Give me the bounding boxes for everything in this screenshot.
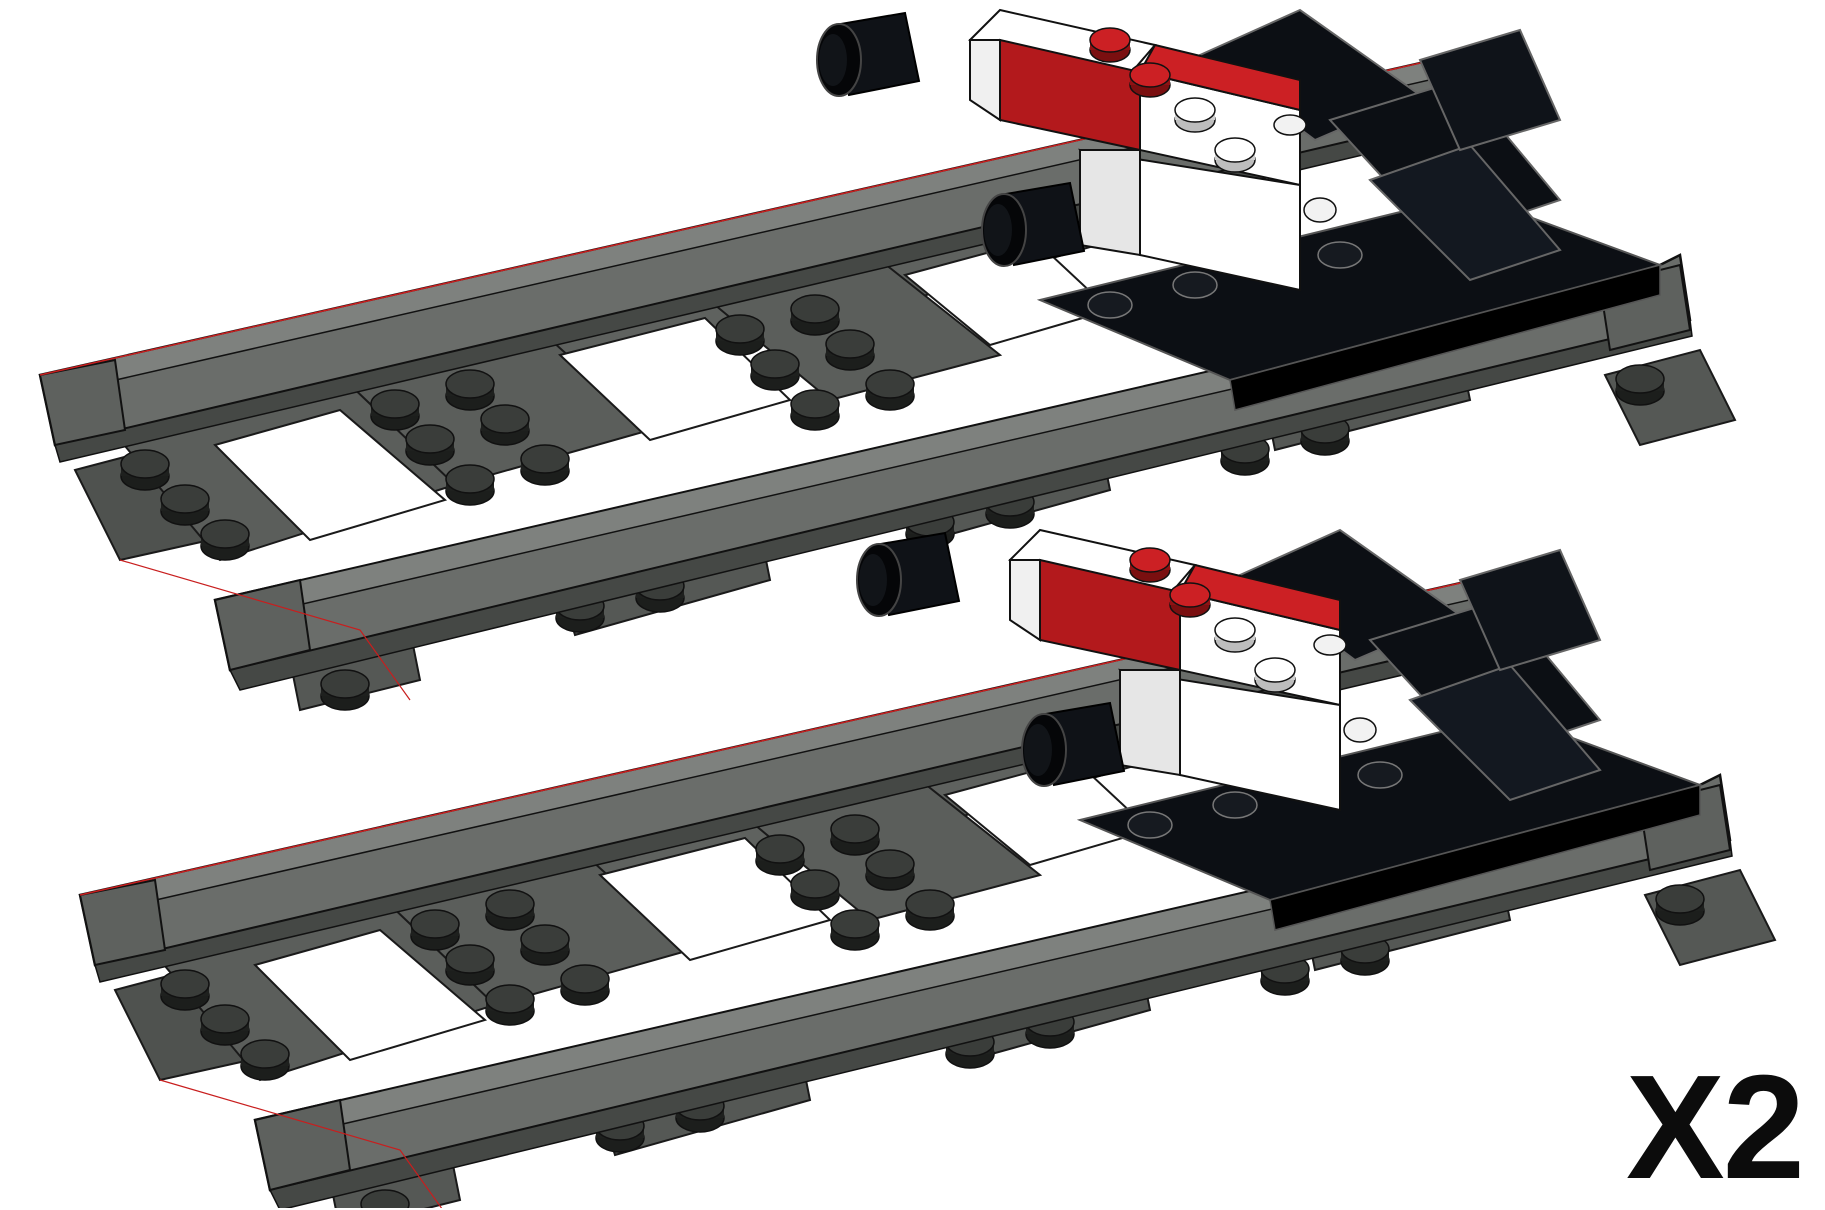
- quantity-multiplier: X2: [1626, 1054, 1803, 1202]
